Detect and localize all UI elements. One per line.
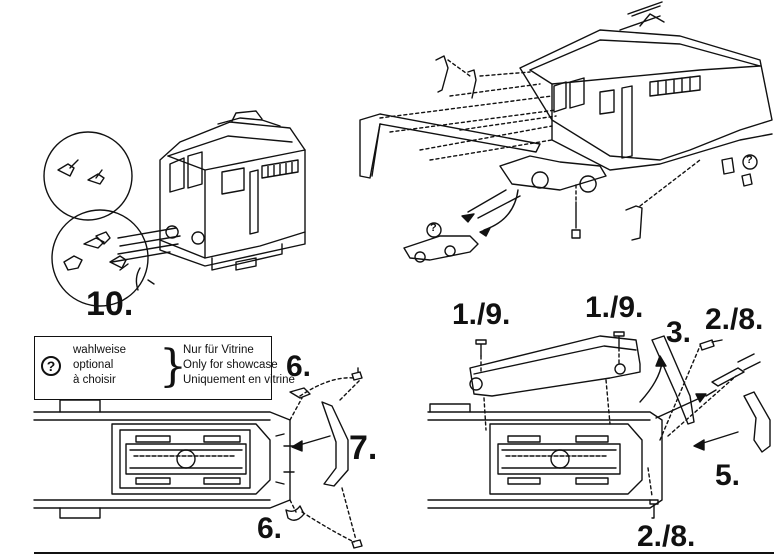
detail-circle-lower (51, 209, 149, 307)
side-part-7 (321, 401, 349, 487)
step-label-10: 10. (86, 285, 134, 323)
legend-en-line-3: Uniquement en vitrine (183, 374, 295, 386)
bottom-divider (34, 552, 774, 554)
step-label-6-top: 6. (286, 350, 312, 383)
step-label-1-9-right: 1./9. (585, 291, 644, 324)
optional-marker-right: ? (746, 154, 753, 166)
legend-en-line-2: Only for showcase (183, 359, 278, 371)
legend-showcase-column: Nur für Vitrine Only for showcase Unique… (183, 343, 295, 388)
optional-marker-coupler: ? (430, 222, 437, 234)
legend-de-line-2: optional (73, 359, 114, 371)
detail-circle-upper (43, 131, 133, 221)
chassis-panel-right (427, 331, 771, 519)
loco-front-panel (43, 110, 306, 307)
legend-box: ? wahlweise optional à choisir } Nur für… (34, 336, 295, 400)
step-label-5: 5. (715, 459, 741, 492)
legend-german-column: wahlweise optional à choisir (73, 343, 126, 388)
loco-front-body (159, 121, 306, 259)
step-label-6-bottom: 6. (257, 512, 283, 545)
legend-de-line-1: wahlweise (73, 344, 127, 356)
part-5 (743, 391, 771, 453)
chassis-rail-right (427, 411, 663, 509)
chassis-panel-left (33, 367, 363, 549)
step-label-3: 3. (666, 316, 692, 349)
part-3 (651, 335, 695, 425)
legend-en-line-1: Nur für Vitrine (183, 344, 254, 356)
housing-weight (469, 335, 641, 397)
step-label-7: 7. (349, 429, 378, 467)
chassis-rail-left (33, 411, 291, 509)
step-label-1-9-left: 1./9. (452, 298, 511, 331)
part-6-bottom (285, 505, 305, 521)
question-mark-icon: ? (41, 356, 61, 376)
coupler-part (403, 235, 479, 261)
step-label-2-8-top: 2./8. (705, 303, 764, 336)
legend-de-line-3: à choisir (73, 374, 116, 386)
side-skirt-part (359, 113, 541, 179)
step-label-2-8-bottom: 2./8. (637, 520, 696, 553)
loco-body-panel (359, 1, 773, 263)
brace-icon: } (159, 341, 187, 392)
part-6-top (289, 387, 311, 399)
loco-body-outline (519, 29, 773, 161)
